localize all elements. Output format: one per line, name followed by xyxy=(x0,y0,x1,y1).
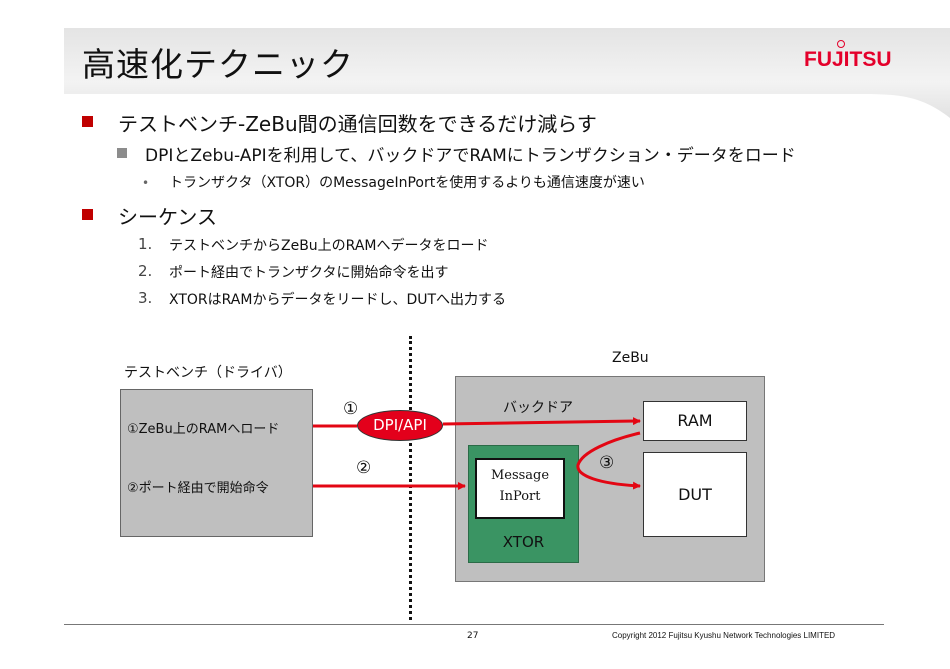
arrow-read-write xyxy=(576,431,641,490)
footer-divider xyxy=(64,624,884,625)
bullet-item-1-sub: DPIとZebu-APIを利用して、バックドアでRAMにトランザクション・データ… xyxy=(145,146,796,166)
ram-box: RAM xyxy=(643,401,747,441)
step-number: 1. xyxy=(138,235,153,253)
step-text: XTORはRAMからデータをリードし、DUTへ出力する xyxy=(169,292,507,308)
divider-line xyxy=(409,336,412,620)
dpi-api-badge: DPI/API xyxy=(357,410,443,441)
backdoor-label: バックドア xyxy=(503,400,573,416)
zebu-label: ZeBu xyxy=(612,350,649,366)
logo-infinity-icon xyxy=(837,40,845,48)
testbench-label: テストベンチ（ドライバ） xyxy=(124,365,292,381)
xtor-label: XTOR xyxy=(502,533,545,551)
testbench-box xyxy=(120,389,313,537)
sub-bullet-marker xyxy=(117,148,127,158)
bullet-item-1: テストベンチ-ZeBu間の通信回数をできるだけ減らす xyxy=(118,112,597,136)
message-inport-box: Message InPort xyxy=(475,458,565,519)
header-band xyxy=(64,28,950,118)
message-inport-line-1: Message xyxy=(490,468,550,483)
logo-text: FUJITSU xyxy=(804,48,892,71)
step-text: テストベンチからZeBu上のRAMへデータをロード xyxy=(169,238,489,254)
ram-label: RAM xyxy=(677,411,713,430)
bullet-item-1-subsub: トランザクタ（XTOR）のMessageInPortを使用するよりも通信速度が速… xyxy=(169,175,645,191)
step-number: 2. xyxy=(138,262,153,280)
message-inport-line-2: InPort xyxy=(499,489,541,504)
dut-box: DUT xyxy=(643,452,747,537)
circle-number-2: ② xyxy=(356,458,372,478)
arrow-backdoor xyxy=(442,417,641,426)
testbench-item-1: ①ZeBu上のRAMへロード xyxy=(127,422,280,437)
subsub-bullet-marker: • xyxy=(142,176,150,190)
bullet-marker xyxy=(82,209,93,220)
testbench-item-2: ②ポート経由で開始命令 xyxy=(127,481,269,496)
circle-number-1: ① xyxy=(343,399,359,419)
page-title: 高速化テクニック xyxy=(82,45,354,84)
copyright: Copyright 2012 Fujitsu Kyushu Network Te… xyxy=(612,631,836,640)
fujitsu-logo: FUJITSU xyxy=(804,40,892,72)
circle-number-3: ③ xyxy=(599,453,615,473)
dut-label: DUT xyxy=(678,485,712,504)
bullet-marker xyxy=(82,116,93,127)
step-number: 3. xyxy=(138,289,153,307)
step-text: ポート経由でトランザクタに開始命令を出す xyxy=(169,265,449,281)
bullet-item-2: シーケンス xyxy=(118,205,217,229)
page-number: 27 xyxy=(467,631,479,641)
